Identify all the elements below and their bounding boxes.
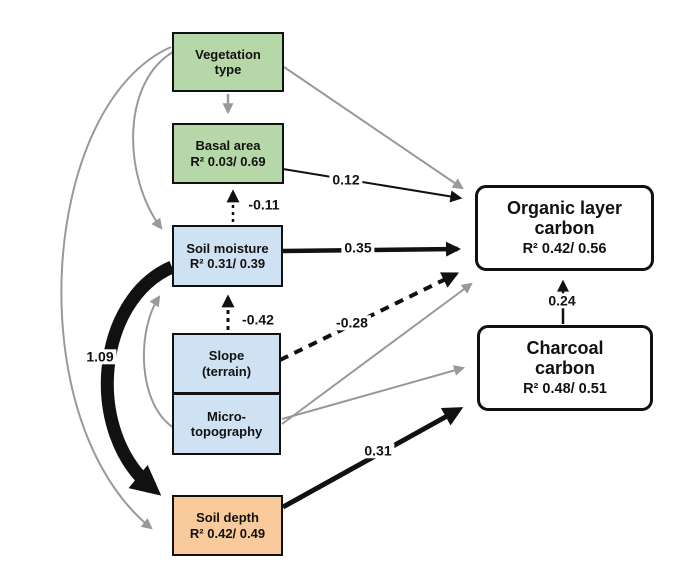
arrow-vegetation-to-organic-layer — [283, 66, 464, 190]
node-charcoal-carbon-label: Charcoal carbon — [526, 337, 604, 378]
node-vegetation-type-label: Vegetation type — [195, 46, 261, 77]
arrow-vegetation-to-soil-depth — [60, 46, 172, 530]
node-basal-area-label: Basal area — [195, 138, 261, 154]
node-soil-depth-label: Soil depth — [196, 510, 259, 526]
node-organic-layer-carbon: Organic layer carbon R² 0.42/ 0.56 — [475, 185, 654, 271]
coefficient-charcoal-to-organic: 0.24 — [545, 292, 579, 309]
node-micro-topography: Micro- topography — [172, 393, 281, 455]
arrow-basal-area-to-organic-layer — [282, 168, 463, 203]
coefficient-soil-moisture-to-soil-depth: 1.09 — [83, 348, 117, 365]
node-charcoal-carbon-r2: R² 0.48/ 0.51 — [523, 381, 607, 398]
node-soil-moisture-label: Soil moisture — [186, 240, 269, 256]
coefficient-slope-to-organic: -0.28 — [333, 314, 371, 331]
coefficient-slope-to-soil-moisture: -0.42 — [239, 311, 277, 328]
arrow-vegetation-to-soil-moisture — [132, 51, 174, 230]
node-micro-topography-label: Micro- topography — [190, 408, 263, 439]
node-soil-depth: Soil depth R² 0.42/ 0.49 — [172, 495, 283, 556]
node-organic-layer-carbon-label: Organic layer carbon — [506, 197, 623, 238]
node-basal-area: Basal area R² 0.03/ 0.69 — [172, 123, 284, 184]
node-soil-moisture-r2: R² 0.31/ 0.39 — [189, 256, 266, 271]
coefficient-soil-moisture-to-basal: -0.11 — [245, 196, 283, 213]
arrow-micro-topography-to-organic-layer — [281, 282, 473, 425]
coefficient-soil-moisture-to-organic: 0.35 — [341, 239, 375, 256]
node-charcoal-carbon: Charcoal carbon R² 0.48/ 0.51 — [477, 325, 653, 411]
node-slope-terrain: Slope (terrain) — [172, 333, 281, 394]
node-vegetation-type: Vegetation type — [172, 32, 284, 92]
coefficient-basal-to-organic: 0.12 — [329, 171, 363, 188]
arrow-soil-moisture-to-soil-depth — [100, 261, 175, 496]
node-basal-area-r2: R² 0.03/ 0.69 — [190, 153, 266, 169]
node-soil-depth-r2: R² 0.42/ 0.49 — [189, 525, 266, 541]
node-soil-moisture: Soil moisture R² 0.31/ 0.39 — [172, 225, 283, 287]
coefficient-soil-depth-to-charcoal: 0.31 — [361, 442, 395, 459]
arrow-micro-topography-to-soil-moisture — [143, 295, 175, 429]
arrow-micro-topography-to-charcoal — [281, 365, 466, 420]
node-slope-terrain-label: Slope (terrain) — [201, 348, 252, 379]
node-organic-layer-carbon-r2: R² 0.42/ 0.56 — [522, 241, 607, 258]
